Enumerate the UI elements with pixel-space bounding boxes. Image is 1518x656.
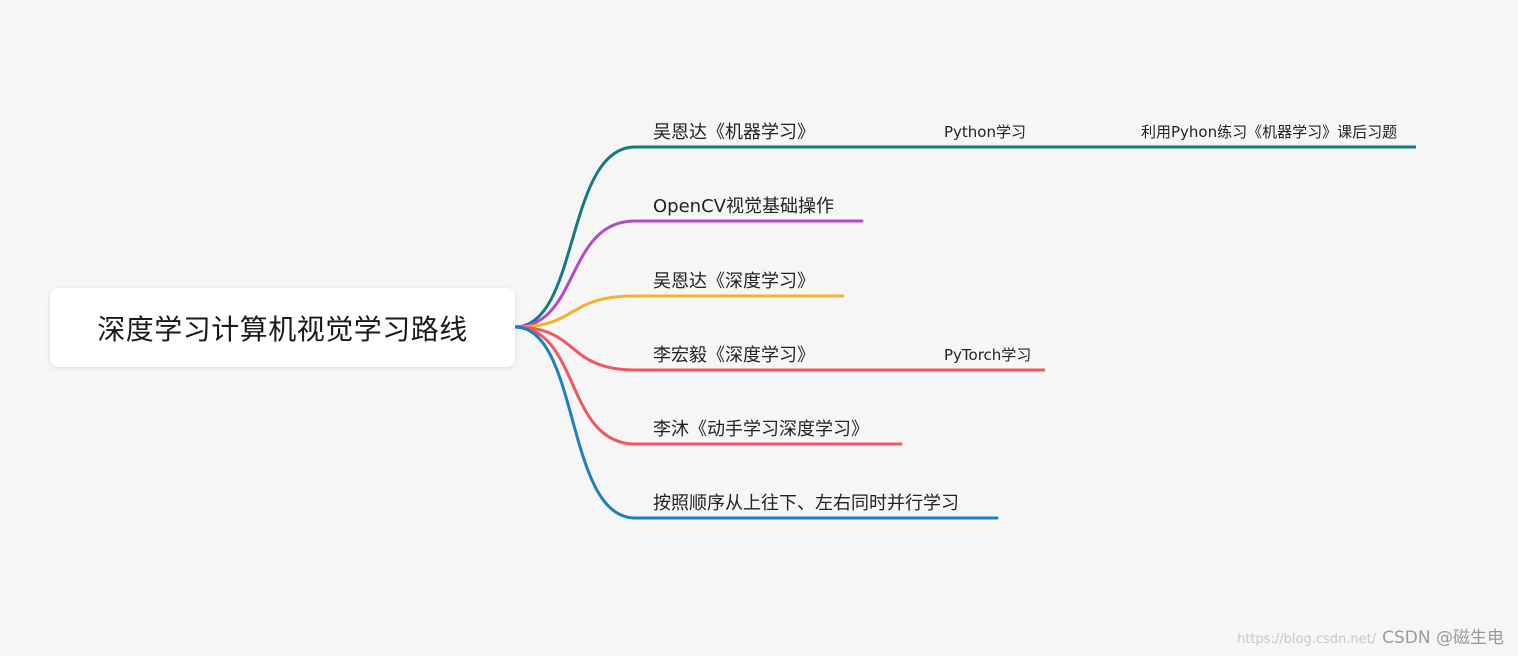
branch-label-3[interactable]: 吴恩达《深度学习》 <box>653 271 815 292</box>
branch-connector-5 <box>513 325 903 446</box>
branch-connector-4 <box>513 325 845 372</box>
watermark-url: https://blog.csdn.net/ <box>1237 632 1377 647</box>
branch-connector-3 <box>513 294 845 329</box>
branch-label-5[interactable]: 李沐《动手学习深度学习》 <box>653 419 869 440</box>
child-label-python[interactable]: Python学习 <box>944 123 1026 141</box>
branch-connector-1 <box>513 145 845 329</box>
branch-connector-6 <box>513 325 999 520</box>
branch-label-1[interactable]: 吴恩达《机器学习》 <box>653 122 815 143</box>
branch-label-6[interactable]: 按照顺序从上往下、左右同时并行学习 <box>653 493 959 514</box>
root-node[interactable]: 深度学习计算机视觉学习路线 <box>50 288 515 367</box>
branch-label-2[interactable]: OpenCV视觉基础操作 <box>653 196 834 217</box>
watermark-brand: CSDN @磁生电 <box>1382 628 1504 648</box>
branch-label-4[interactable]: 李宏毅《深度学习》 <box>653 345 815 366</box>
watermark: https://blog.csdn.net/CSDN @磁生电 <box>1237 623 1504 648</box>
grandchild-label-exercises[interactable]: 利用Pyhon练习《机器学习》课后习题 <box>1141 123 1398 141</box>
child-label-pytorch[interactable]: PyTorch学习 <box>944 346 1032 364</box>
root-title: 深度学习计算机视觉学习路线 <box>97 312 468 346</box>
branch-connector-2 <box>513 219 864 329</box>
